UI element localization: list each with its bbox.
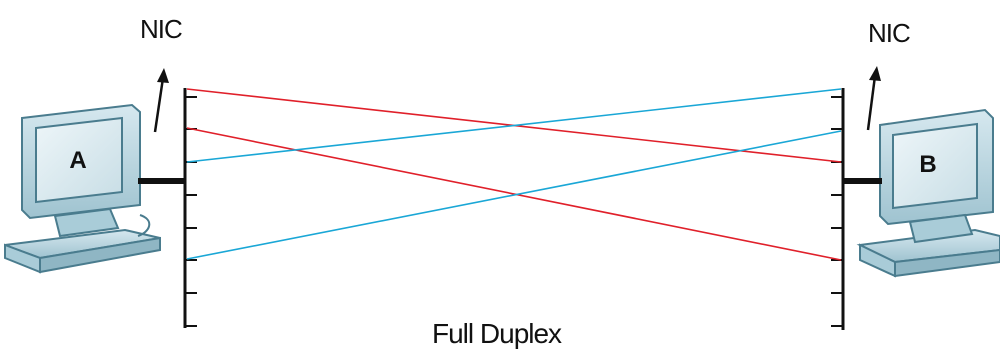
nic-label-left: NIC bbox=[140, 14, 183, 44]
nic-label-right: NIC bbox=[868, 18, 911, 48]
signal-b-to-a-2 bbox=[186, 130, 842, 260]
timeline-a bbox=[183, 88, 197, 328]
diagram-caption: Full Duplex bbox=[432, 318, 562, 349]
nic-arrow-right bbox=[866, 66, 881, 131]
computer-b-label: B bbox=[919, 151, 936, 178]
signal-b-to-a-1 bbox=[186, 88, 842, 163]
computer-a bbox=[4, 103, 161, 274]
computer-b bbox=[856, 108, 1000, 278]
computer-a-label: A bbox=[69, 147, 86, 174]
nic-arrow-left bbox=[153, 68, 169, 133]
timeline-b bbox=[831, 88, 845, 330]
